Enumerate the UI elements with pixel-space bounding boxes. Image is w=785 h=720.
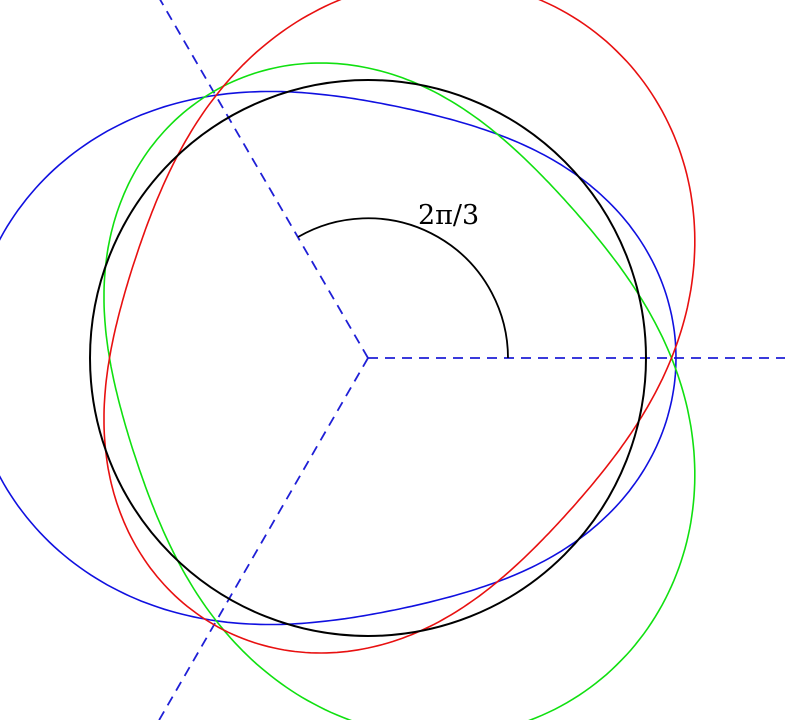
- curve-green: [103, 62, 696, 720]
- reference-circle: [89, 79, 647, 637]
- axis-4pi-3: [158, 357, 369, 720]
- angle-arc: [297, 217, 509, 359]
- symmetry-axes: [158, 0, 785, 720]
- axis-2pi-3: [159, 0, 369, 359]
- angle-label: 2π/3: [418, 200, 479, 231]
- curve-red: [103, 0, 696, 654]
